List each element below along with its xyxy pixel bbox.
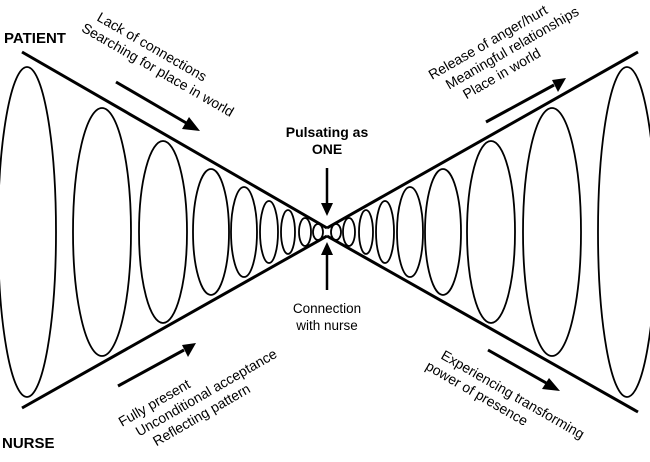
spiral-loop [298,217,312,247]
spiral-right [330,66,650,398]
note-top-left: Lack of connections Searching for place … [79,9,237,120]
spiral-loop [424,168,462,296]
nurse-label: NURSE [2,435,55,452]
note-line: Experiencing transforming [439,347,588,442]
patient-label: PATIENT [4,30,66,47]
spiral-loop [396,186,424,278]
center-bottom-label: Connection [293,301,361,316]
arrow-bottom-left [117,343,196,388]
arrow-up-center [321,242,333,290]
arrow-bottom-right [487,348,560,391]
spiral-loop [0,66,57,398]
spiral-loop [138,140,188,324]
spiral-loop [280,209,296,255]
center-top-label: ONE [312,141,342,157]
center-bottom-label: with nurse [295,318,358,333]
note-bottom-left: Fully present Unconditional acceptance R… [116,345,280,449]
line-upper-right [326,50,639,230]
patient-line-upper-left [21,50,328,230]
nurse-line-lower-left [21,234,328,410]
spiral-loop [375,200,395,264]
spiral-loop [312,223,324,241]
arrow-top-left [115,80,200,131]
center-top-label: Pulsating as [286,124,369,140]
spiral-loop [259,200,279,264]
spiral-loop [192,168,230,296]
spiral-loop [358,209,374,255]
spiral-loop [342,217,356,247]
spiral-loop [230,186,258,278]
line-lower-right [326,234,639,414]
arrow-down-center [321,168,333,216]
note-top-right: Release of anger/hurt Meaningful relatio… [426,1,582,102]
arrow-top-right [485,78,566,124]
spiral-loop [522,107,582,357]
spiral-loop [466,140,516,324]
spiral-loop [72,107,132,357]
spiral-left [0,66,324,398]
spiral-loop [597,66,650,398]
spiral-loop [330,223,342,241]
note-line: Searching for place in world [79,19,237,119]
